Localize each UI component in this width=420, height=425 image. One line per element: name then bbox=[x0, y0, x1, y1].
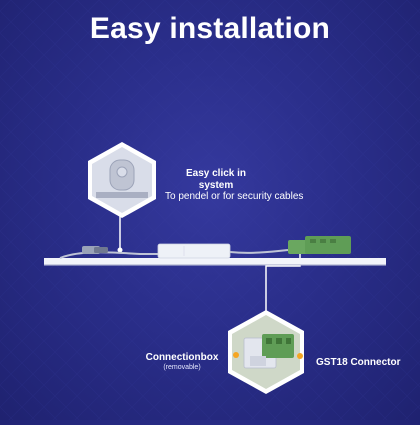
connection-box-heading: Connectionbox bbox=[145, 352, 219, 363]
orange-dot-icon bbox=[233, 352, 239, 358]
easy-click-text: To pendel or for security cables bbox=[165, 191, 304, 202]
orange-dot-icon bbox=[297, 353, 303, 359]
connection-box-sub: (removable) bbox=[163, 363, 201, 371]
connection-box-callout: Connectionbox (removable) bbox=[132, 352, 232, 372]
gst18-callout: GST18 Connector bbox=[316, 352, 400, 370]
connector-hexagon bbox=[228, 310, 304, 394]
easy-click-heading: Easy click in system bbox=[185, 168, 247, 191]
gst18-heading: GST18 Connector bbox=[316, 357, 401, 368]
easy-click-hexagon bbox=[88, 142, 156, 218]
page-title: Easy installation bbox=[89, 12, 331, 45]
easy-click-callout: Easy click in system To pendel or for se… bbox=[165, 168, 365, 203]
